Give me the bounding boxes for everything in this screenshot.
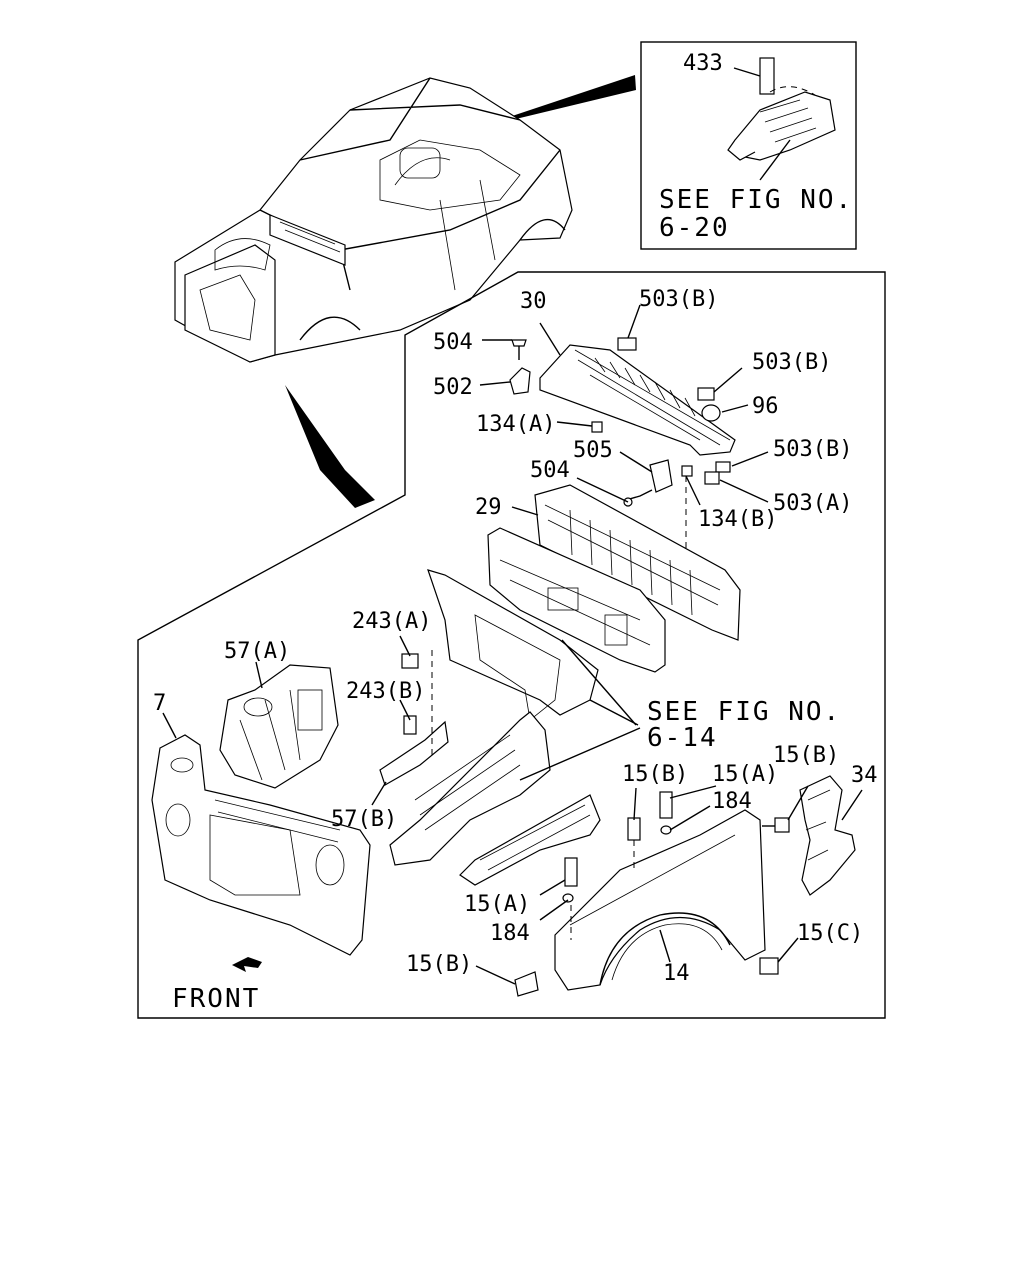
cowl-fasteners xyxy=(509,337,731,560)
main-pointer xyxy=(285,385,375,508)
label-502: 502 xyxy=(433,375,473,400)
fender-bolts xyxy=(514,791,790,997)
label-15c: 15(C) xyxy=(797,921,863,946)
label-134b: 134(B) xyxy=(698,507,777,532)
main-ref-line2: 6-14 xyxy=(647,723,718,753)
label-134a: 134(A) xyxy=(476,412,555,437)
inset-ref-line1: SEE FIG NO. xyxy=(659,185,853,215)
apron-panels xyxy=(389,569,641,886)
label-15a-a: 15(A) xyxy=(712,762,778,787)
label-184-a: 184 xyxy=(712,789,752,814)
label-29: 29 xyxy=(475,495,502,520)
main-box-outline xyxy=(137,271,886,1019)
label-7: 7 xyxy=(153,691,166,716)
label-503b-low: 503(B) xyxy=(773,437,852,462)
inset-ref-line2: 6-20 xyxy=(659,213,730,243)
label-433: 433 xyxy=(683,51,723,76)
label-243a: 243(A) xyxy=(352,609,431,634)
label-15b-a: 15(B) xyxy=(622,762,688,787)
label-504-top: 504 xyxy=(433,330,473,355)
label-184-b: 184 xyxy=(490,921,530,946)
label-14: 14 xyxy=(663,961,690,986)
vehicle-body-shell xyxy=(174,77,573,363)
label-57a: 57(A) xyxy=(224,639,290,664)
part-7-radiator-support xyxy=(151,734,371,956)
label-505: 505 xyxy=(573,438,613,463)
label-15b-c: 15(B) xyxy=(406,952,472,977)
label-15b-b: 15(B) xyxy=(773,743,839,768)
part-14-fender xyxy=(554,809,766,991)
inset-box xyxy=(640,41,857,250)
part-34-bracket xyxy=(799,775,856,896)
part-30-cowl-panel xyxy=(539,344,736,456)
label-57b: 57(B) xyxy=(331,807,397,832)
part-57a-bracket xyxy=(219,664,339,789)
front-arrow-icon xyxy=(232,957,262,972)
part-243-57b xyxy=(379,650,449,786)
label-34: 34 xyxy=(851,763,878,788)
main-ref-line1: SEE FIG NO. xyxy=(647,697,841,727)
dash-lower-panel xyxy=(487,527,666,673)
label-15a-b: 15(A) xyxy=(464,892,530,917)
label-503b-mid: 503(B) xyxy=(752,350,831,375)
front-label: FRONT xyxy=(172,984,260,1014)
label-504-low: 504 xyxy=(530,458,570,483)
label-96: 96 xyxy=(752,394,779,419)
label-503a: 503(A) xyxy=(773,491,852,516)
label-503b-top: 503(B) xyxy=(639,287,718,312)
label-30: 30 xyxy=(520,289,547,314)
leader-lines xyxy=(162,304,863,985)
label-243b: 243(B) xyxy=(346,679,425,704)
